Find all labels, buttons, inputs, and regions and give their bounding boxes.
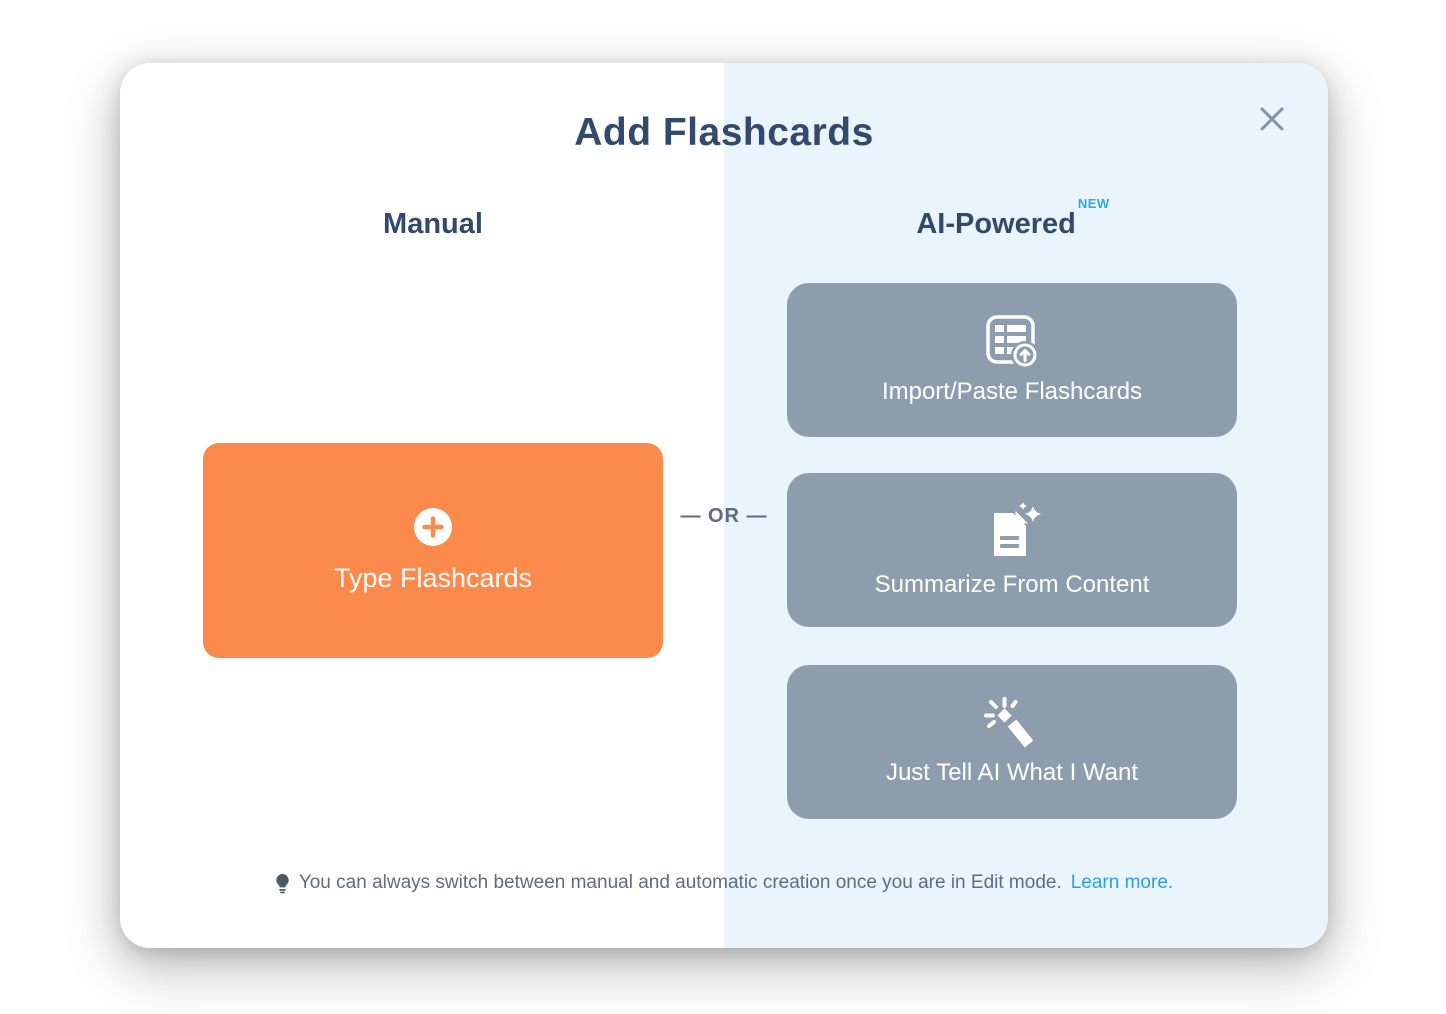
- document-sparkle-icon: [980, 501, 1044, 563]
- modal-title: Add Flashcards: [574, 111, 874, 154]
- close-button[interactable]: [1248, 95, 1296, 143]
- or-divider: — OR —: [680, 505, 768, 527]
- manual-header-label: Manual: [383, 208, 483, 240]
- ai-section-header: AI-PoweredNEW: [787, 196, 1237, 241]
- learn-more-link[interactable]: Learn more.: [1070, 872, 1174, 893]
- just-tell-ai-button[interactable]: Just Tell AI What I Want: [787, 665, 1237, 819]
- tip-row: You can always switch between manual and…: [120, 863, 1328, 903]
- summarize-from-content-label: Summarize From Content: [874, 571, 1150, 598]
- ai-header-label: AI-Powered: [916, 208, 1076, 240]
- type-flashcards-label: Type Flashcards: [333, 563, 533, 593]
- magic-wand-icon: [984, 697, 1040, 751]
- type-flashcards-button[interactable]: Type Flashcards: [203, 443, 663, 658]
- lightbulb-icon: [275, 873, 290, 894]
- close-icon: [1257, 104, 1287, 134]
- import-paste-flashcards-label: Import/Paste Flashcards: [881, 378, 1143, 405]
- new-badge: NEW: [1077, 196, 1110, 212]
- table-import-icon: [983, 314, 1041, 370]
- summarize-from-content-button[interactable]: Summarize From Content: [787, 473, 1237, 627]
- tip-text: You can always switch between manual and…: [298, 872, 1062, 893]
- add-flashcards-modal: Add Flashcards Manual AI-PoweredNEW Type…: [120, 63, 1328, 948]
- just-tell-ai-label: Just Tell AI What I Want: [885, 759, 1139, 786]
- plus-circle-icon: [413, 507, 453, 547]
- manual-section-header: Manual: [203, 208, 663, 241]
- import-paste-flashcards-button[interactable]: Import/Paste Flashcards: [787, 283, 1237, 437]
